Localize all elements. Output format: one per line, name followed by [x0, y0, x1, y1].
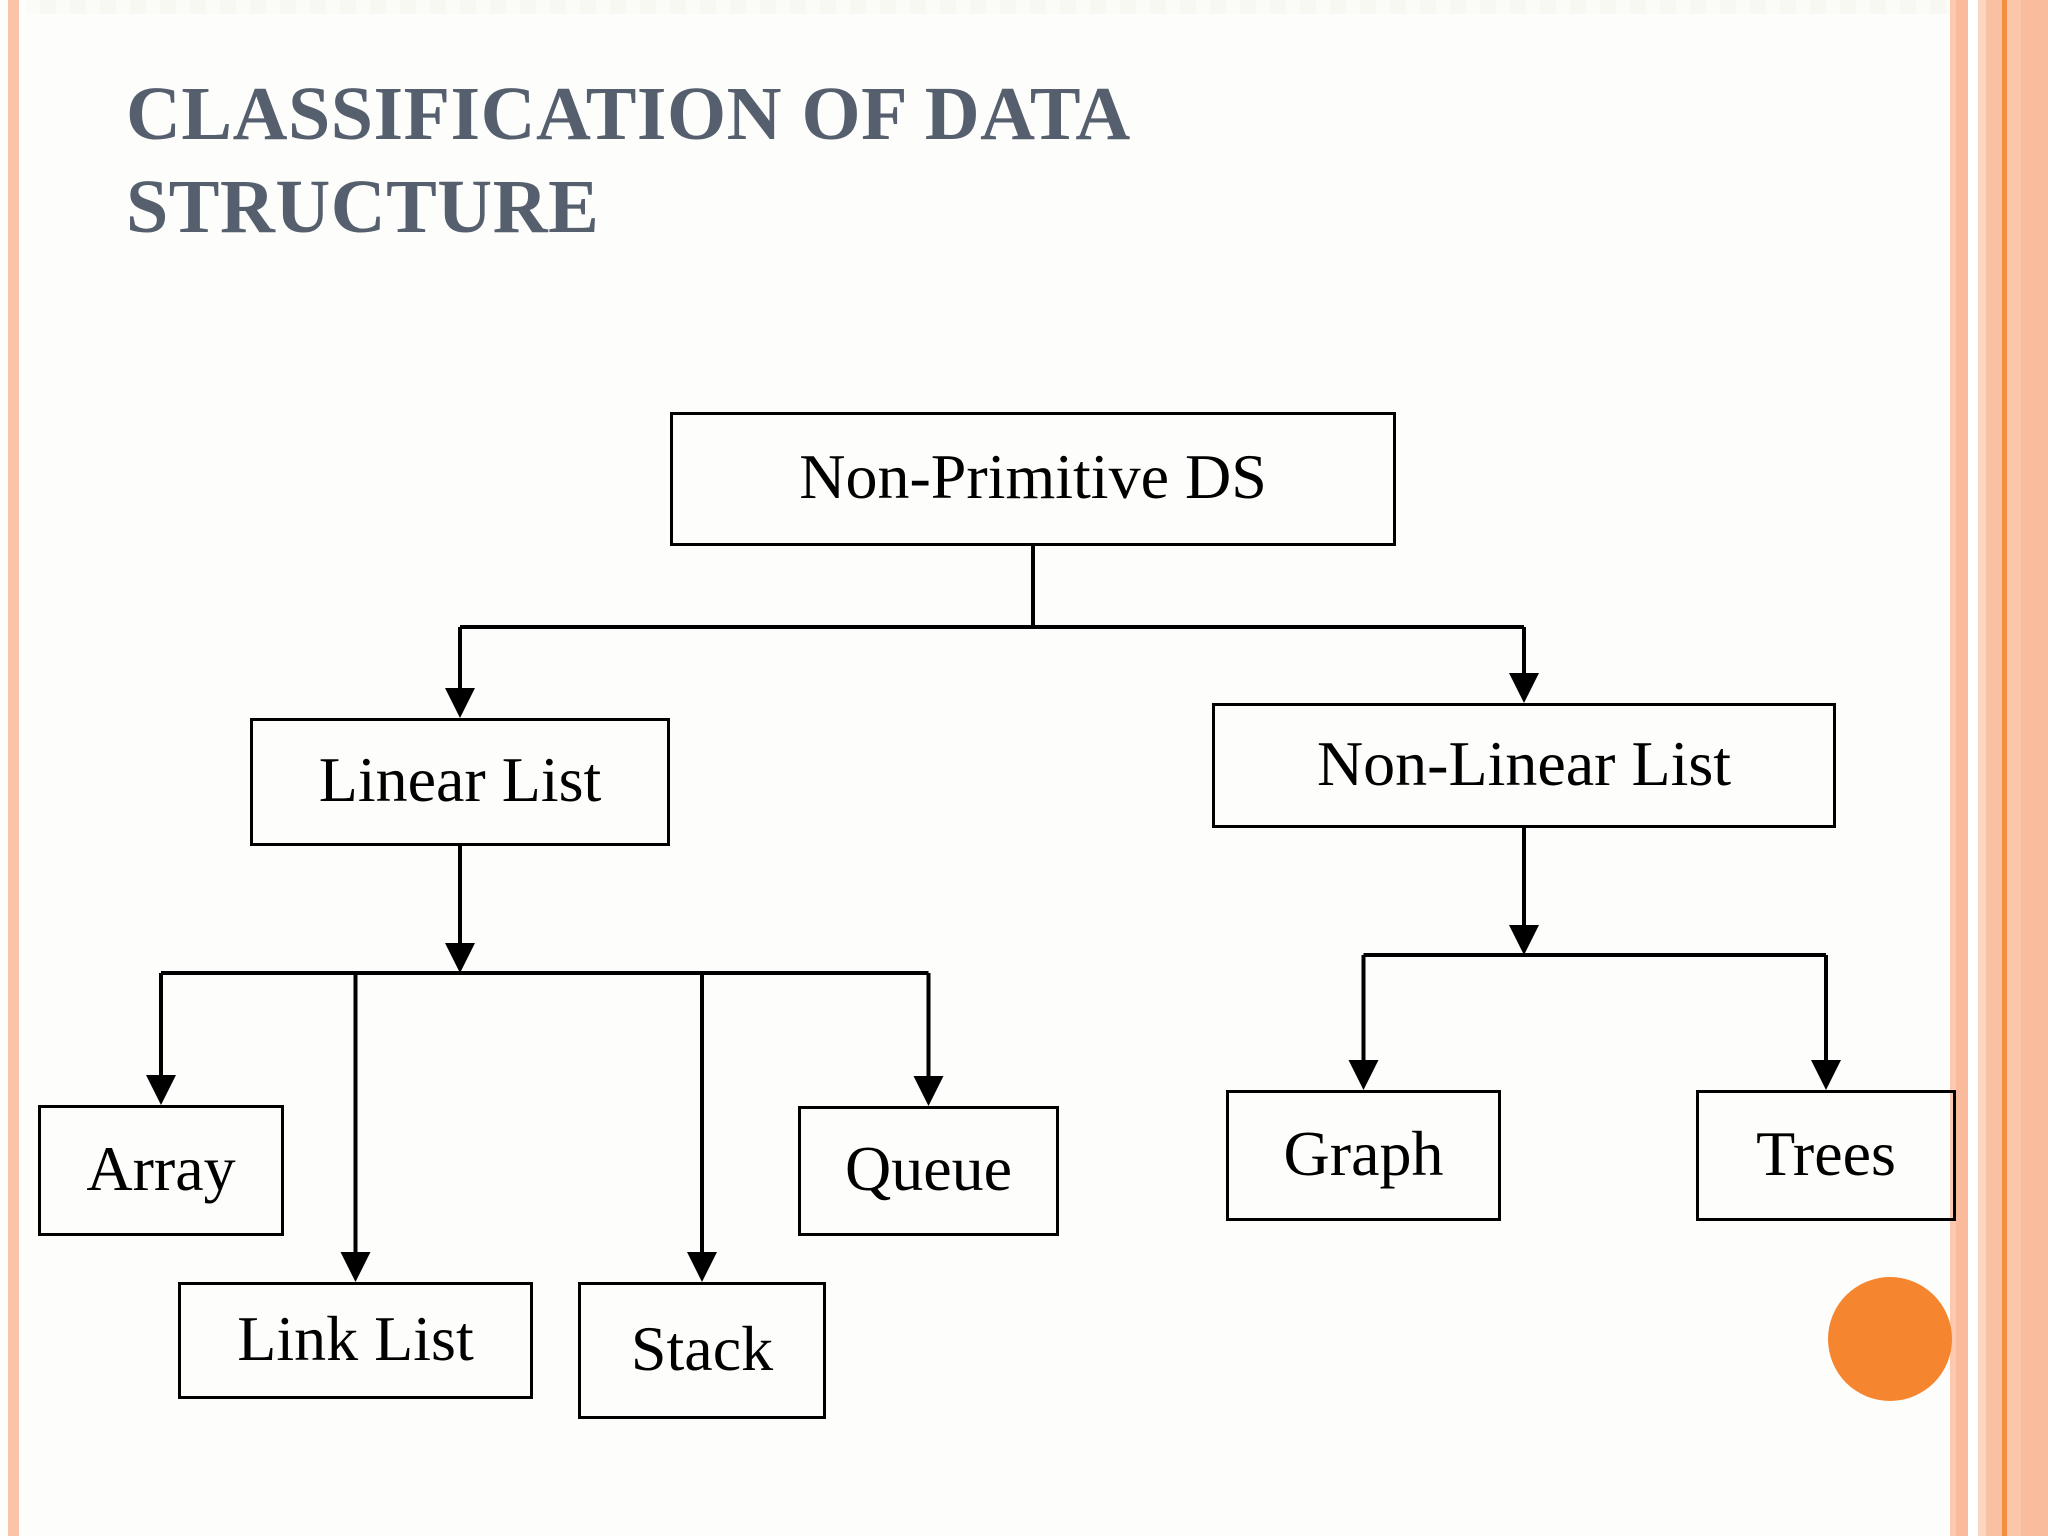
tree-node-label: Stack	[630, 1312, 774, 1384]
page-title: CLASSIFICATION OF DATA STRUCTURE	[126, 68, 1576, 253]
tree-node-label: Trees	[1756, 1117, 1896, 1189]
tree-node-linear: Linear List	[250, 718, 670, 846]
left-decorative-bar	[8, 0, 19, 1536]
tree-node-array: Array	[38, 1105, 284, 1236]
arrowhead-trees	[1811, 1060, 1841, 1090]
top-border-pattern	[26, 0, 2048, 14]
tree-node-root: Non-Primitive DS	[670, 412, 1396, 546]
tree-node-linklist: Link List	[178, 1282, 533, 1399]
arrowhead-linklist	[340, 1252, 371, 1282]
arrowhead-stem-nonlinear	[1509, 925, 1539, 955]
arrowhead-stem-linear	[445, 943, 475, 973]
stripe-5	[1986, 0, 2002, 1536]
tree-node-nonlinear: Non-Linear List	[1212, 703, 1836, 828]
tree-node-graph: Graph	[1226, 1090, 1501, 1221]
stripe-8	[2021, 0, 2048, 1536]
stripe-1	[1950, 0, 1956, 1536]
stripe-7	[2007, 0, 2021, 1536]
page-title-line-1: CLASSIFICATION OF DATA	[126, 72, 1131, 156]
tree-node-stack: Stack	[578, 1282, 826, 1419]
arrowhead-stack	[687, 1252, 717, 1282]
stripe-6	[2002, 0, 2007, 1536]
right-decorative-stripes	[1950, 0, 2048, 1536]
arrowhead-graph	[1348, 1060, 1379, 1090]
stripe-3	[1968, 0, 1978, 1536]
accent-circle-decoration	[1828, 1277, 1952, 1401]
arrowhead-linear	[445, 688, 475, 718]
tree-node-label: Non-Linear List	[1316, 727, 1732, 799]
arrowhead-nonlinear	[1509, 673, 1539, 703]
stripe-4	[1978, 0, 1986, 1536]
tree-node-label: Linear List	[318, 744, 602, 815]
stripe-2	[1956, 0, 1968, 1536]
tree-node-queue: Queue	[798, 1106, 1059, 1236]
tree-node-label: Queue	[844, 1133, 1013, 1204]
tree-node-trees: Trees	[1696, 1090, 1956, 1221]
arrowhead-array	[146, 1075, 176, 1105]
tree-node-label: Array	[86, 1132, 236, 1204]
tree-node-label: Link List	[237, 1302, 474, 1374]
page-title-line-2: STRUCTURE	[126, 164, 600, 249]
tree-node-label: Non-Primitive DS	[799, 441, 1267, 512]
tree-node-label: Graph	[1283, 1117, 1444, 1189]
arrowhead-queue	[913, 1076, 944, 1106]
